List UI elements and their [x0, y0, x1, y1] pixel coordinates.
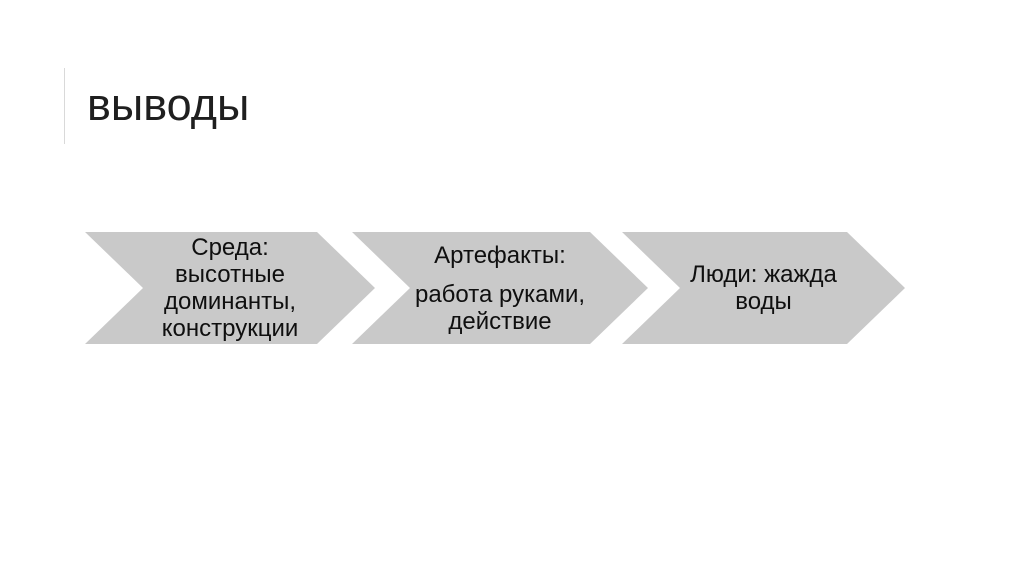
process-step-artifacts-text: работа руками, действие [414, 280, 586, 335]
title-accent-line [64, 68, 65, 144]
slide-title: выводы [87, 79, 250, 130]
process-step-people: Люди: жажда воды [622, 232, 905, 344]
process-step-artifacts: Артефакты: работа руками, действие [352, 232, 648, 344]
process-step-environment: Среда: высотные доминанты, конструкции [85, 232, 375, 344]
process-step-environment-text: Среда: высотные доминанты, конструкции [161, 234, 299, 342]
process-step-artifacts-heading: Артефакты: [434, 241, 566, 269]
process-step-people-text: Люди: жажда воды [690, 261, 837, 315]
